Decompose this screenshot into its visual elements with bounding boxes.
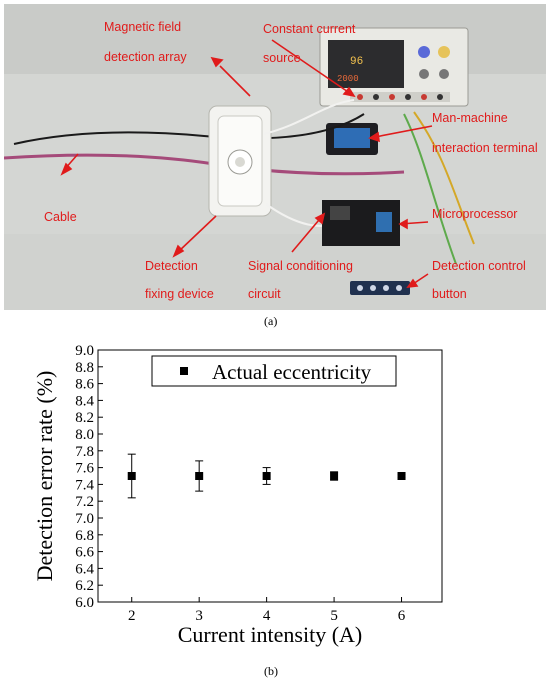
legend-box bbox=[151, 355, 397, 387]
data-series bbox=[127, 453, 406, 499]
label-man-machine-line2: interaction terminal bbox=[432, 141, 538, 155]
x-axis-ticks: 2 3 4 5 6 bbox=[128, 597, 406, 624]
y-tick-label: 7.6 bbox=[75, 461, 94, 477]
x-tick-label: 4 bbox=[263, 608, 271, 624]
label-detection-fixing-line2: fixing device bbox=[145, 287, 214, 301]
y-tick-label: 6.2 bbox=[75, 578, 94, 594]
x-tick-label: 3 bbox=[195, 608, 203, 624]
legend-marker bbox=[180, 367, 188, 375]
control-buttons bbox=[350, 281, 410, 295]
x-tick-label: 6 bbox=[398, 608, 406, 624]
data-point bbox=[195, 472, 204, 480]
data-point bbox=[330, 472, 339, 480]
caption-b: (b) bbox=[264, 664, 278, 678]
readout-1: 96 bbox=[350, 56, 363, 68]
legend-label: Actual eccentricity bbox=[212, 360, 372, 384]
label-microprocessor: Microprocessor bbox=[432, 207, 518, 221]
microprocessor-board bbox=[322, 200, 400, 246]
y-tick-label: 7.0 bbox=[75, 511, 94, 527]
data-point bbox=[127, 472, 136, 480]
y-tick-label: 9.0 bbox=[75, 343, 94, 359]
x-tick-label: 5 bbox=[330, 608, 338, 624]
label-constant-current-line2: source bbox=[263, 51, 301, 65]
label-detection-control-line1: Detection control bbox=[432, 259, 526, 273]
label-constant-current-line1: Constant current bbox=[263, 22, 356, 36]
y-tick-label: 8.6 bbox=[75, 377, 94, 393]
hmi-screen bbox=[326, 123, 378, 155]
label-man-machine-line1: Man-machine bbox=[432, 111, 508, 125]
y-tick-label: 7.8 bbox=[75, 444, 94, 460]
x-tick-label: 2 bbox=[128, 608, 136, 624]
label-detection-control-line2: button bbox=[432, 287, 467, 301]
y-tick-label: 8.0 bbox=[75, 427, 94, 443]
label-magnetic-field-line1: Magnetic field bbox=[104, 20, 182, 34]
data-point bbox=[397, 472, 406, 480]
y-axis-title: Detection error rate (%) bbox=[32, 371, 57, 582]
callout-arrows bbox=[60, 39, 433, 288]
setup-photo: 96 2000 bbox=[4, 4, 546, 310]
legend: Actual eccentricity bbox=[151, 355, 397, 387]
y-tick-label: 6.6 bbox=[75, 545, 94, 561]
y-tick-label: 8.8 bbox=[75, 360, 94, 376]
error-rate-chart: 6.06.26.46.66.87.07.27.47.67.88.08.28.48… bbox=[32, 343, 443, 647]
y-tick-label: 6.8 bbox=[75, 528, 94, 544]
caption-a: (a) bbox=[264, 314, 278, 328]
y-tick-label: 8.4 bbox=[75, 393, 94, 409]
fixing-device bbox=[208, 105, 272, 217]
readout-2: 2000 bbox=[337, 74, 359, 84]
y-tick-label: 6.0 bbox=[75, 595, 94, 611]
x-axis-title: Current intensity (A) bbox=[178, 622, 363, 647]
setup-photo-drawing: 96 2000 bbox=[4, 4, 546, 310]
plot-frame bbox=[97, 349, 443, 603]
y-tick-label: 6.4 bbox=[75, 561, 94, 577]
y-tick-label: 7.4 bbox=[75, 477, 94, 493]
label-detection-fixing-line1: Detection bbox=[145, 259, 198, 273]
label-magnetic-field-line2: detection array bbox=[104, 50, 187, 64]
power-supply: 96 2000 bbox=[319, 27, 469, 107]
data-point bbox=[262, 472, 271, 480]
label-signal-conditioning-line1: Signal conditioning bbox=[248, 259, 353, 273]
label-signal-conditioning-line2: circuit bbox=[248, 287, 281, 301]
y-axis-ticks: 6.06.26.46.66.87.07.27.47.67.88.08.28.48… bbox=[75, 343, 103, 611]
y-tick-label: 7.2 bbox=[75, 494, 94, 510]
label-cable: Cable bbox=[44, 210, 77, 224]
y-tick-label: 8.2 bbox=[75, 410, 94, 426]
